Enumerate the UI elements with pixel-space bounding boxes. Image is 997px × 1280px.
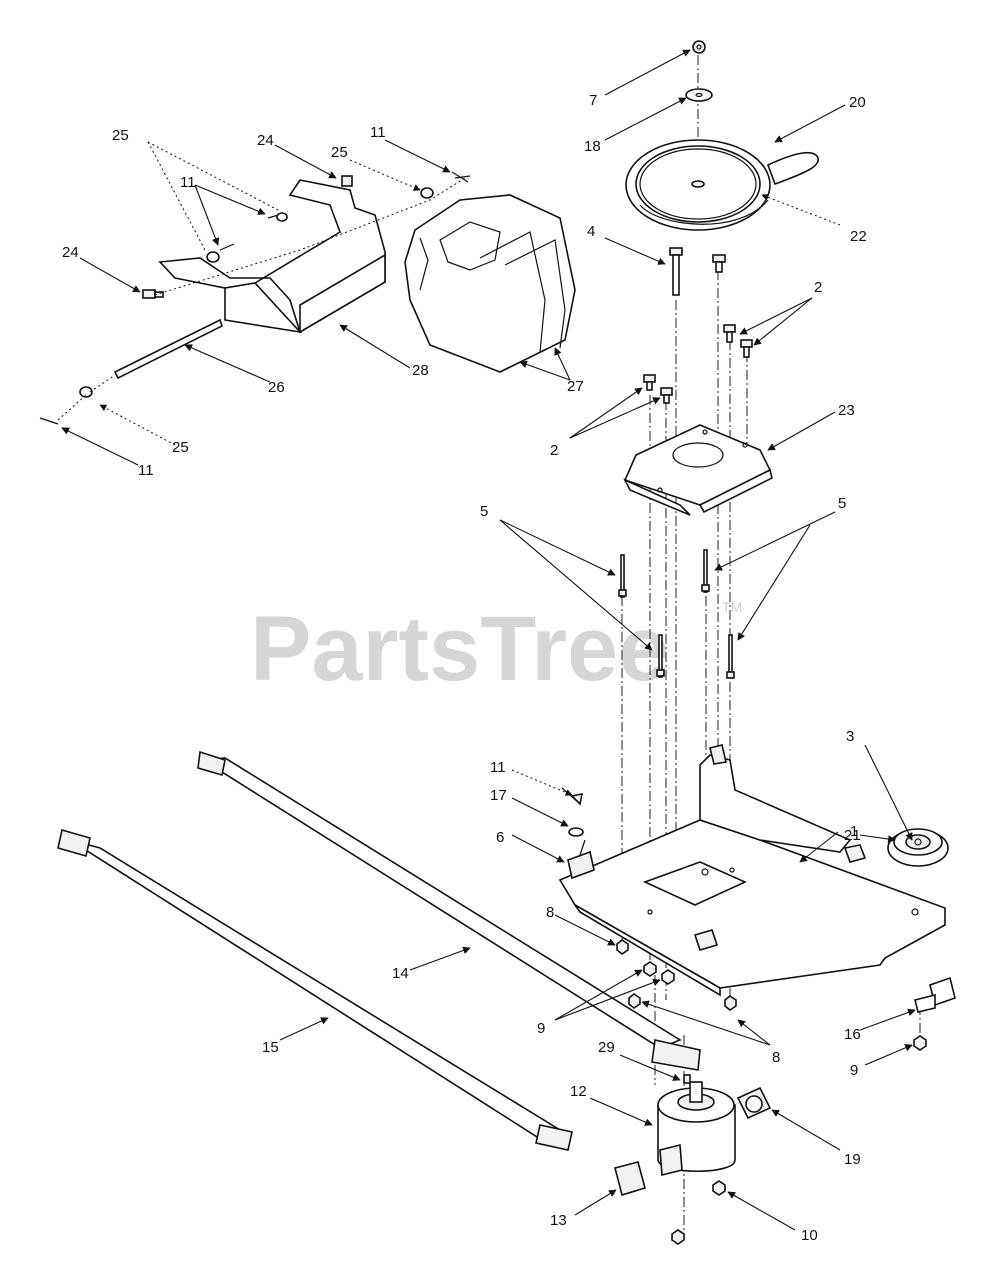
callout-13: 13	[550, 1212, 567, 1229]
idler-pulley-21	[887, 828, 949, 867]
callout-1: 1	[850, 823, 858, 840]
callout-9-right: 9	[850, 1062, 858, 1079]
clip-11-bottom	[39, 417, 59, 425]
nut-8-left	[616, 939, 629, 955]
washer-25-bottom	[79, 386, 93, 398]
weight-bracket-28	[158, 179, 386, 334]
callout-6: 6	[496, 829, 504, 846]
leader-lines	[61, 49, 916, 1231]
bolt-2-d	[660, 387, 673, 404]
bracket-16	[914, 976, 956, 1013]
clip-11-center	[561, 787, 584, 806]
bracket-6	[567, 839, 595, 880]
rod-26	[113, 318, 223, 380]
callout-27: 27	[567, 378, 584, 395]
pulley-22	[625, 139, 819, 231]
nut-10-b	[671, 1229, 685, 1245]
callout-23: 23	[838, 402, 855, 419]
callout-10: 10	[801, 1227, 818, 1244]
callout-5-left: 5	[480, 503, 488, 520]
bolt-2-b	[740, 339, 753, 358]
fitting-13	[614, 1161, 646, 1197]
assembly-dotted-lines	[57, 177, 466, 421]
callout-25-topleft: 25	[112, 127, 129, 144]
callout-2-top: 2	[814, 279, 822, 296]
callout-5-right: 5	[838, 495, 846, 512]
washer-small	[276, 212, 288, 222]
bolt-24-left	[142, 289, 164, 299]
bolt-2-c	[643, 374, 656, 391]
nut-7	[692, 40, 706, 54]
hose-14	[197, 750, 701, 1071]
callout-28: 28	[412, 362, 429, 379]
callout-26: 26	[268, 379, 285, 396]
clip-11-top	[451, 171, 471, 183]
callout-labels: 7 18 20 22 4 2 2 23 5 5 3 21 1 11 17 6 8…	[62, 92, 867, 1244]
callout-25-bottom: 25	[172, 439, 189, 456]
washer-18	[685, 88, 713, 102]
callout-22: 22	[850, 228, 867, 245]
callout-16: 16	[844, 1026, 861, 1043]
callout-2-left: 2	[550, 442, 558, 459]
nut-10-a	[712, 1180, 726, 1196]
callout-24-left: 24	[62, 244, 79, 261]
callout-7: 7	[589, 92, 597, 109]
callout-17: 17	[490, 787, 507, 804]
bolt-4-left	[669, 247, 683, 296]
callout-24-top: 24	[257, 132, 274, 149]
callout-15: 15	[262, 1039, 279, 1056]
washer-17	[568, 827, 584, 837]
washer-25-left	[206, 251, 220, 263]
callout-3: 3	[846, 728, 854, 745]
bolt-24-top	[341, 175, 353, 187]
callout-19: 19	[844, 1151, 861, 1168]
washer-25-top	[420, 187, 434, 199]
watermark-tm: TM	[722, 599, 742, 615]
hose-15	[57, 828, 573, 1151]
bolt-4-right	[712, 254, 726, 273]
nut-9-right	[913, 1035, 927, 1051]
bolt-2-a	[723, 324, 736, 343]
watermark: PartsTree	[250, 598, 669, 700]
callout-20: 20	[849, 94, 866, 111]
callout-11-top: 11	[370, 124, 386, 141]
nut-9-b	[661, 969, 675, 985]
main-frame-1	[558, 744, 946, 997]
callout-12: 12	[570, 1083, 587, 1100]
callout-8-right: 8	[772, 1049, 780, 1066]
weight-27	[404, 194, 576, 373]
nut-8-b	[628, 993, 641, 1009]
callout-11-bottom: 11	[138, 462, 154, 479]
callout-4: 4	[587, 223, 595, 240]
callout-29: 29	[598, 1039, 615, 1056]
callout-9-left: 9	[537, 1020, 545, 1037]
clip-11-left	[219, 213, 283, 251]
nut-9-a	[643, 961, 657, 977]
callout-11-center: 11	[490, 759, 506, 776]
fitting-19	[736, 1086, 772, 1120]
pin-5-d	[726, 634, 735, 679]
pin-5-c	[656, 634, 665, 678]
callout-18: 18	[584, 138, 601, 155]
bracket-plate-23	[623, 424, 773, 516]
callout-14: 14	[392, 965, 409, 982]
callout-8-left: 8	[546, 904, 554, 921]
part-29	[683, 1074, 691, 1084]
pin-5-a	[618, 554, 627, 598]
callout-11-left: 11	[180, 174, 196, 191]
callout-25-top: 25	[331, 144, 348, 161]
callout-21: 21	[844, 827, 861, 844]
pin-5-b	[701, 549, 710, 593]
nut-8-right	[724, 995, 737, 1011]
pump-12	[657, 1081, 736, 1177]
